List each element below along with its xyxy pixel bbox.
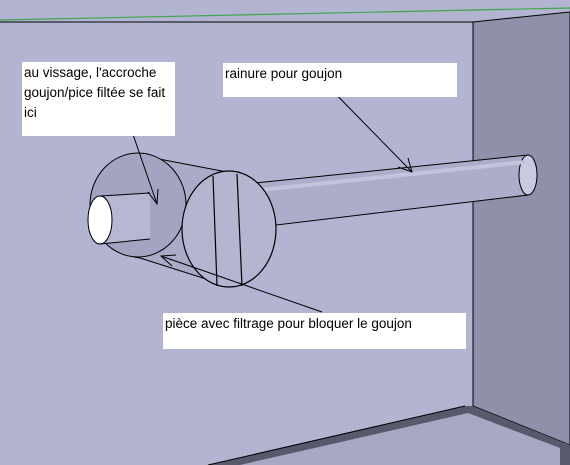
- wall-bottom-inner: [240, 413, 560, 465]
- annotation-groove-note: rainure pour goujon: [223, 63, 457, 97]
- rod-end-cap: [518, 154, 538, 196]
- groove-line-2: [236, 173, 243, 287]
- part-bore-top-edge: [99, 192, 151, 197]
- part-bore: [100, 193, 150, 244]
- rod-highlight: [259, 160, 526, 192]
- groove-line-1: [212, 175, 218, 287]
- annotation-screwing-note: au vissage, l'accroche goujon/pice filté…: [22, 62, 175, 136]
- wall-side-face: [472, 11, 570, 446]
- annotation-part-note: pièce avec filtrage pour bloquer le gouj…: [163, 313, 466, 349]
- part-bore-opening: [87, 195, 113, 245]
- arrow-piece: [159, 254, 323, 313]
- part-bore-bottom-edge: [99, 238, 151, 245]
- part-rear-face: [181, 170, 277, 288]
- axis-line-green: [0, 7, 570, 21]
- wall-bottom-edge: [207, 405, 466, 465]
